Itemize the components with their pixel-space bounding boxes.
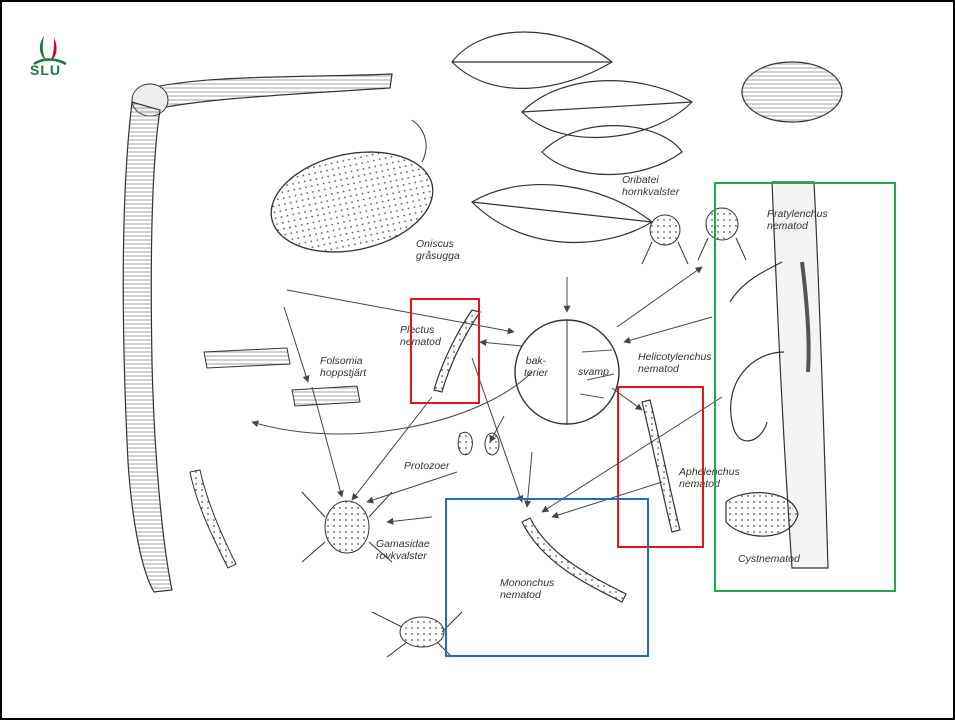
label-bakterier: bak-terier xyxy=(524,355,548,379)
highlight-box-root-nematodes xyxy=(714,182,896,592)
label-svamp: svamp xyxy=(578,366,609,378)
leaves-drawing xyxy=(452,32,692,242)
slu-logo-text: SLU xyxy=(30,62,61,78)
highlight-box-plectus xyxy=(410,298,480,404)
isopod-top-right-drawing xyxy=(742,62,842,122)
highlight-box-mononchus xyxy=(445,498,649,657)
predatory-mites-drawing xyxy=(302,492,462,657)
label-protozoer: Protozoer xyxy=(404,460,450,472)
small-worm-drawing xyxy=(190,470,236,568)
